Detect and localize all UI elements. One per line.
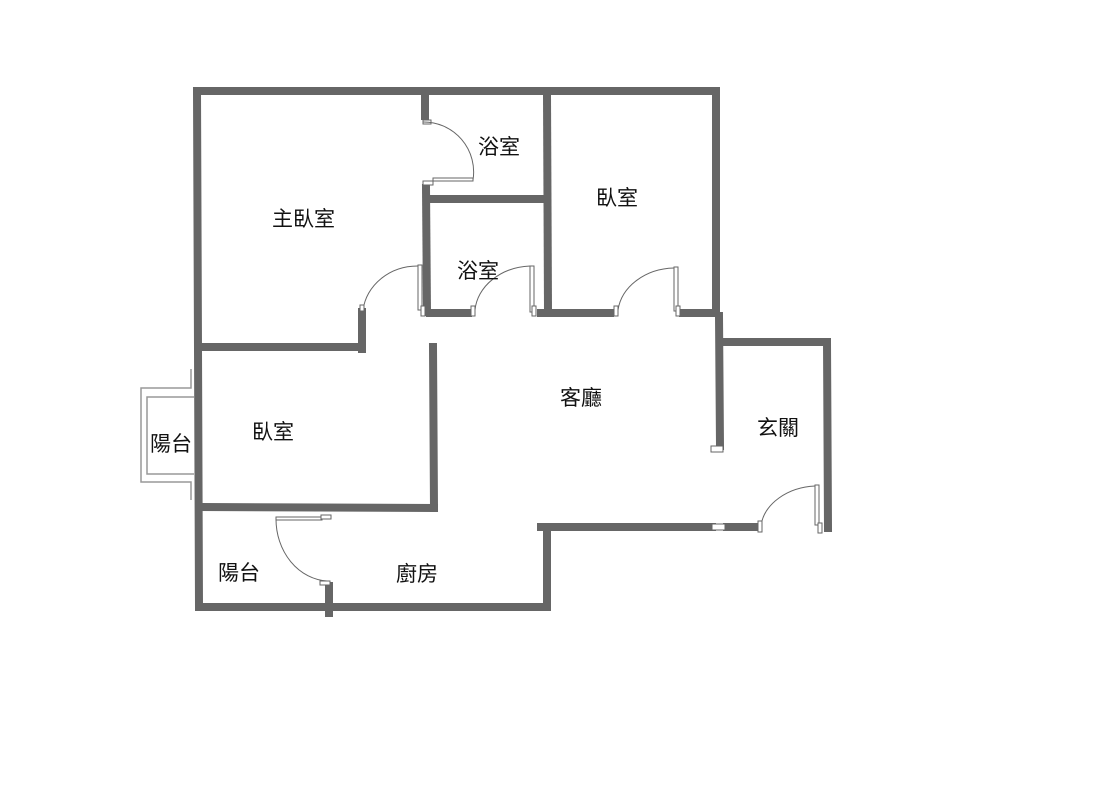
room-label-bedroom-1: 臥室 bbox=[596, 186, 638, 210]
walls bbox=[192, 86, 833, 617]
doors bbox=[275, 119, 823, 586]
room-label-bathroom-2: 浴室 bbox=[457, 259, 499, 283]
room-label-kitchen: 廚房 bbox=[396, 562, 438, 586]
room-label-balcony-1: 陽台 bbox=[150, 432, 192, 456]
room-label-bathroom-1: 浴室 bbox=[478, 135, 520, 159]
room-label-foyer: 玄關 bbox=[757, 416, 799, 440]
room-label-living-room: 客廳 bbox=[560, 386, 602, 410]
room-label-balcony-2: 陽台 bbox=[218, 561, 260, 585]
room-label-master-bedroom: 主臥室 bbox=[272, 207, 335, 231]
room-label-bedroom-2: 臥室 bbox=[252, 420, 294, 444]
balcony-outline bbox=[140, 369, 194, 500]
